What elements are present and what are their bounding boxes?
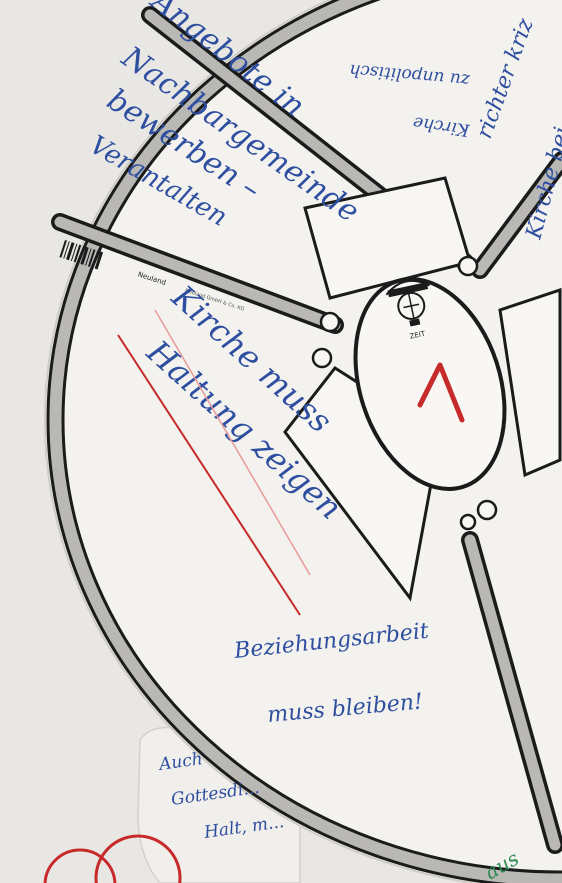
photo-scene: ZEIT Neuland Neuland GmbH & Co. KG Angeb… xyxy=(0,0,562,883)
